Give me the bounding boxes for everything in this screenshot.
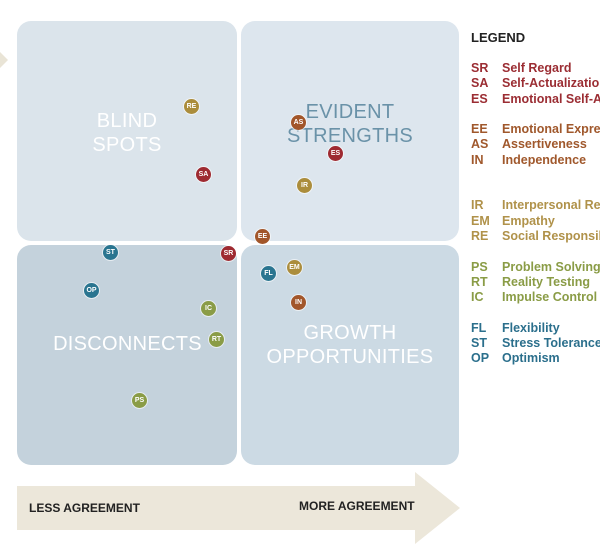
legend-label: Reality Testing	[502, 275, 590, 289]
disconnects-title: DISCONNECTS	[53, 333, 202, 355]
legend-item-st: ST Stress Tolerance	[471, 336, 600, 351]
more-agreement-label: MORE AGREEMENT	[299, 499, 415, 513]
legend-item-re: RE Social Responsibility	[471, 229, 600, 244]
partial-arrow-icon	[0, 52, 8, 68]
less-agreement-label: LESS AGREEMENT	[29, 501, 140, 515]
marker-ee: EE	[255, 229, 270, 244]
marker-es: ES	[328, 146, 343, 161]
legend-title: LEGEND	[471, 30, 526, 45]
legend-label: Flexibility	[502, 321, 560, 335]
marker-st: ST	[103, 245, 118, 260]
legend-label: Self-Actualization	[502, 76, 600, 90]
legend-item-sa: SA Self-Actualization	[471, 76, 600, 91]
quadrant-evident-strengths	[241, 21, 459, 241]
legend-item-ir: IR Interpersonal Relationships	[471, 198, 600, 213]
marker-op: OP	[84, 283, 99, 298]
legend-label: Social Responsibility	[502, 229, 600, 243]
legend-label: Stress Tolerance	[502, 336, 600, 350]
legend-item-op: OP Optimism	[471, 351, 600, 366]
legend-code: OP	[471, 351, 490, 365]
legend-label: Emotional Self-Awareness	[502, 92, 600, 106]
quadrant-blind-spots	[17, 21, 237, 241]
legend-label: Interpersonal Relationships	[502, 198, 600, 212]
legend-code: EM	[471, 214, 490, 228]
legend-item-as: AS Assertiveness	[471, 137, 600, 152]
legend-label: Emotional Expression	[502, 122, 600, 136]
legend-label: Assertiveness	[502, 137, 587, 151]
legend-code: IN	[471, 153, 484, 167]
legend-label: Independence	[502, 153, 587, 167]
legend-label: Optimism	[502, 351, 560, 365]
marker-sa: SA	[196, 167, 211, 182]
legend-code: FL	[471, 321, 487, 335]
marker-sr: SR	[221, 246, 236, 261]
legend-item-rt: RT Reality Testing	[471, 275, 600, 290]
marker-em: EM	[287, 260, 302, 275]
legend-code: ES	[471, 92, 488, 106]
legend-code: SA	[471, 76, 489, 90]
quadrant-disconnects	[17, 245, 237, 465]
legend-code: IC	[471, 290, 484, 304]
marker-fl: FL	[261, 266, 276, 281]
legend-label: Problem Solving	[502, 260, 600, 274]
legend-item-ic: IC Impulse Control	[471, 290, 600, 305]
legend-code: RT	[471, 275, 488, 289]
marker-ic: IC	[201, 301, 216, 316]
legend-label: Self Regard	[502, 61, 572, 75]
marker-re: RE	[184, 99, 199, 114]
marker-ir: IR	[297, 178, 312, 193]
legend-item-ee: EE Emotional Expression	[471, 122, 600, 137]
legend-item-es: ES Emotional Self-Awareness	[471, 92, 600, 107]
legend-code: AS	[471, 137, 489, 151]
marker-in: IN	[291, 295, 306, 310]
legend-code: RE	[471, 229, 489, 243]
agreement-arrow-icon	[17, 472, 460, 544]
legend-code: SR	[471, 61, 489, 75]
growth-opportunities-title: GROWTH OPPORTUNITIES	[266, 322, 434, 368]
marker-as: AS	[291, 115, 306, 130]
legend-item-ps: PS Problem Solving	[471, 260, 600, 275]
legend-code: EE	[471, 122, 488, 136]
legend-item-sr: SR Self Regard	[471, 61, 600, 76]
marker-rt: RT	[209, 332, 224, 347]
blind-spots-title: BLIND SPOTS	[92, 110, 162, 156]
legend-code: IR	[471, 198, 484, 212]
evident-strengths-title: EVIDENT STRENGTHS	[286, 101, 414, 147]
marker-ps: PS	[132, 393, 147, 408]
quadrant-growth-opportunities	[241, 245, 459, 465]
legend-label: Impulse Control	[502, 290, 598, 304]
legend-item-fl: FL Flexibility	[471, 321, 600, 336]
legend-item-em: EM Empathy	[471, 214, 600, 229]
legend-label: Empathy	[502, 214, 555, 228]
legend-item-in: IN Independence	[471, 153, 600, 168]
legend-code: ST	[471, 336, 487, 350]
legend-code: PS	[471, 260, 488, 274]
